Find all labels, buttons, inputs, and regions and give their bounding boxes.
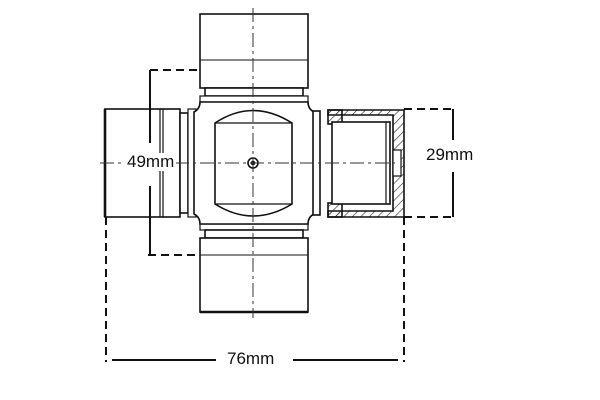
centerlines: [100, 8, 395, 318]
dim-label-29mm: 29mm: [424, 145, 476, 164]
dim-label-49mm: 49mm: [125, 152, 177, 171]
dim-label-76mm: 76mm: [225, 349, 277, 368]
dim-29mm-lines: [404, 108, 455, 218]
top-bearing-cap: [199, 13, 309, 103]
dim-49mm-lines: [148, 69, 200, 256]
dim-76mm-lines: [105, 217, 405, 362]
bottom-bearing-cap: [199, 223, 309, 314]
